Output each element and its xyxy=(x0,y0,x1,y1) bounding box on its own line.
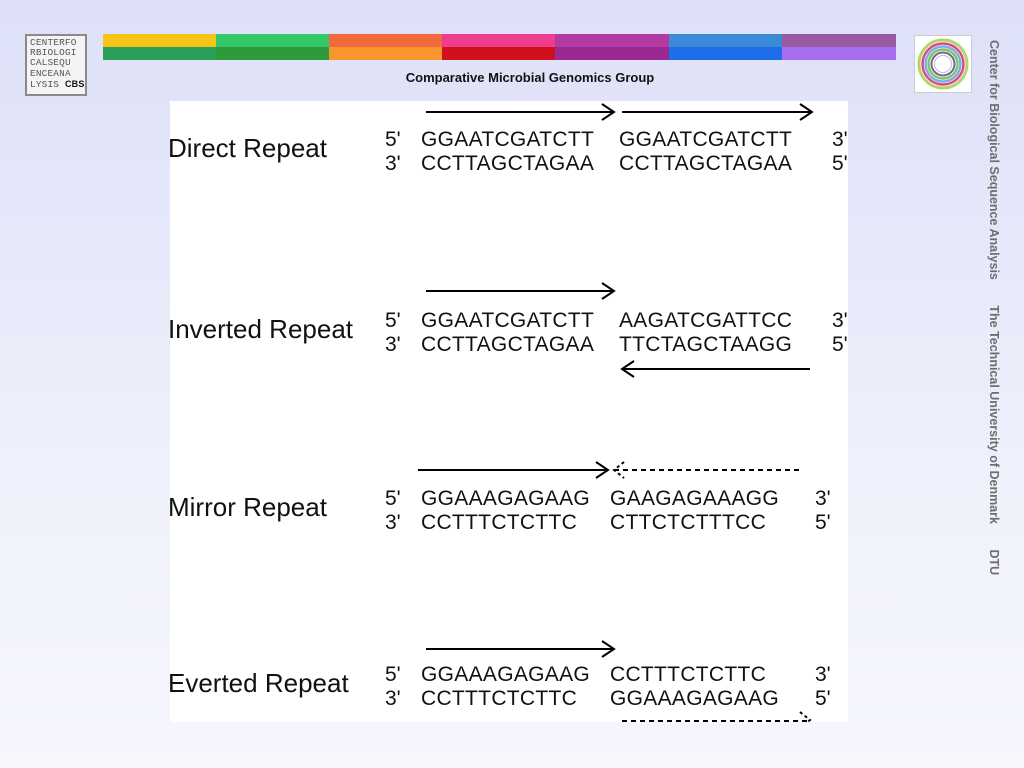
university-name: The Technical University of Denmark xyxy=(987,305,1001,524)
arrows-overlay xyxy=(418,103,814,722)
strand-end: 5' xyxy=(385,128,401,151)
repeat-label: Direct Repeat xyxy=(168,133,327,163)
direct-repeat-arrows xyxy=(426,103,814,121)
arrowhead-icon xyxy=(799,711,812,722)
arrowhead-icon xyxy=(620,360,635,378)
color-bar xyxy=(442,47,555,60)
strand-end: 3' xyxy=(385,687,401,710)
sequence: CCTTTCTCTTC xyxy=(610,663,767,686)
strand-end: 3' xyxy=(815,663,831,686)
strand-end: 3' xyxy=(385,511,401,534)
strand-end: 3' xyxy=(832,309,848,332)
repeat-types-figure: Direct Repeat 5' GGAATCGATCTT GGAATCGATC… xyxy=(168,101,848,722)
strand-end: 3' xyxy=(832,128,848,151)
strand-end: 3' xyxy=(385,152,401,175)
sequence: GGAATCGATCTT xyxy=(421,128,595,151)
repeat-label: Everted Repeat xyxy=(168,668,349,698)
strand-end: 5' xyxy=(832,152,848,175)
color-bar xyxy=(329,47,442,60)
sequence: CCTTAGCTAGAA xyxy=(421,333,595,356)
arrowhead-icon xyxy=(601,282,616,300)
color-bar xyxy=(555,34,669,47)
cbs-logo-row: RBIOLOGI xyxy=(30,47,77,59)
sequence: GGAATCGATCTT xyxy=(421,309,595,332)
mirror-repeat-arrows xyxy=(418,461,800,479)
arrowhead-icon xyxy=(799,103,814,121)
strand-end: 3' xyxy=(385,333,401,356)
cbs-logo-row: ENCEANA xyxy=(30,67,71,79)
sequence: AAGATCGATTCC xyxy=(619,309,793,332)
color-bar xyxy=(782,34,896,47)
strand-end: 5' xyxy=(815,687,831,710)
strand-end: 3' xyxy=(815,487,831,510)
sequence: TTCTAGCTAAGG xyxy=(619,333,793,356)
inverted-repeat-arrows xyxy=(426,282,810,378)
cbs-logo: CENTERFO RBIOLOGI CALSEQU ENCEANA LYSIS … xyxy=(25,34,87,96)
color-bar xyxy=(669,47,782,60)
sequence: GGAAAGAGAAG xyxy=(610,687,780,710)
color-bar xyxy=(216,47,329,60)
cbs-logo-row: LYSIS CBS xyxy=(30,78,85,90)
cbs-logo-mark: CBS xyxy=(64,78,85,89)
arrowhead-icon xyxy=(595,461,610,479)
repeat-label: Mirror Repeat xyxy=(168,492,327,522)
arrowhead-icon xyxy=(601,103,616,121)
sequence: GGAAAGAGAAG xyxy=(421,487,591,510)
sequence: GAAGAGAAAGG xyxy=(610,487,780,510)
color-bar xyxy=(216,34,329,47)
strand-end: 5' xyxy=(385,663,401,686)
dtu-ring-logo xyxy=(914,35,972,93)
header-color-bars xyxy=(103,34,896,60)
arrowhead-icon xyxy=(612,461,625,479)
arrowhead-icon xyxy=(601,640,616,658)
color-bar xyxy=(669,34,782,47)
sequence: GGAAAGAGAAG xyxy=(421,663,591,686)
color-bar xyxy=(103,34,216,47)
cbs-logo-row: CALSEQU xyxy=(30,57,71,69)
strand-end: 5' xyxy=(385,487,401,510)
color-bar xyxy=(442,34,555,47)
strand-end: 5' xyxy=(385,309,401,332)
sequence: CCTTTCTCTTC xyxy=(421,687,578,710)
sequence: CCTTAGCTAGAA xyxy=(421,152,595,175)
strand-end: 5' xyxy=(815,511,831,534)
group-title: Comparative Microbial Genomics Group xyxy=(405,70,655,85)
sequence: CCTTAGCTAGAA xyxy=(619,152,793,175)
sequence: GGAATCGATCTT xyxy=(619,128,793,151)
sequence: CTTCTCTTTCC xyxy=(610,511,767,534)
color-bar xyxy=(782,47,896,60)
everted-repeat-arrows xyxy=(426,640,812,722)
university-abbr: DTU xyxy=(987,549,1001,576)
institute-name: Center for Biological Sequence Analysis xyxy=(987,40,1001,280)
sequence: CCTTTCTCTTC xyxy=(421,511,578,534)
cbs-logo-row: CENTERFO xyxy=(30,37,77,48)
color-bar xyxy=(103,47,216,60)
color-bar xyxy=(329,34,442,47)
repeat-label: Inverted Repeat xyxy=(168,314,354,344)
color-bar xyxy=(555,47,669,60)
strand-end: 5' xyxy=(832,333,848,356)
dtu-ring-icon xyxy=(917,38,969,90)
